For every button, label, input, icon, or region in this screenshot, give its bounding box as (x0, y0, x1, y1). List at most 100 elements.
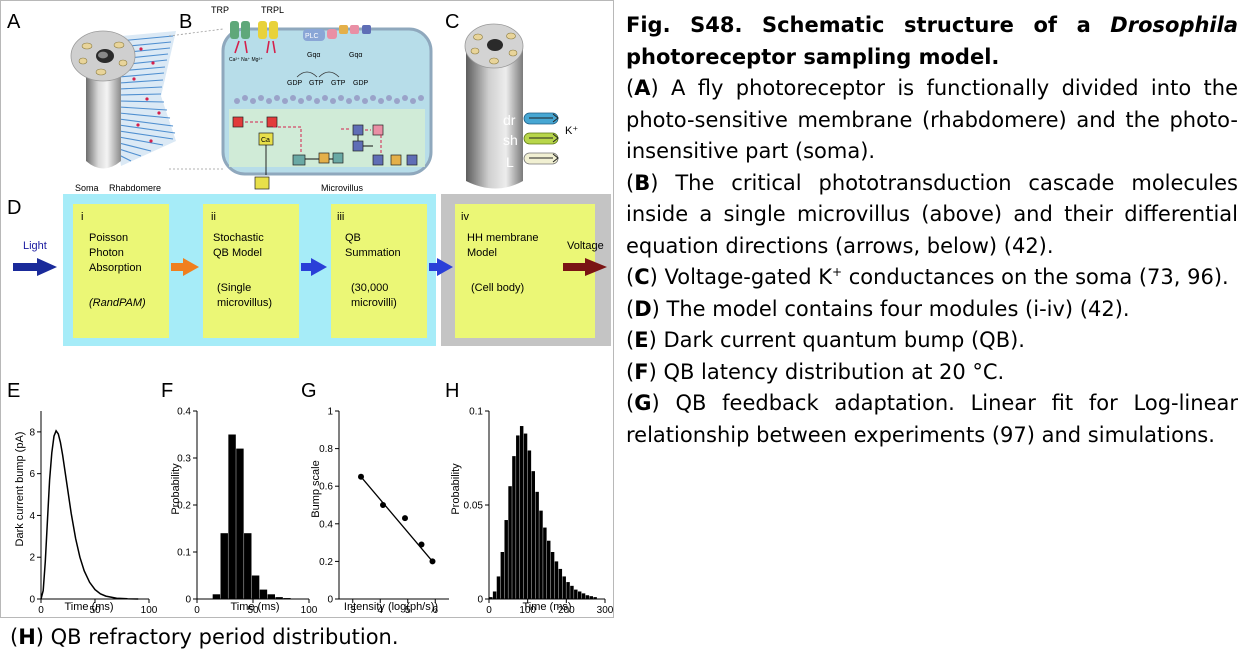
label-gdp-1: GDP (287, 80, 303, 87)
chart-e-y-tick-label: 8 (29, 427, 35, 438)
label-dr: dr (503, 112, 516, 128)
chart-h-x-tick-label: 100 (519, 605, 536, 616)
arrow-light-in (13, 258, 57, 276)
chart-g-x-tick-label: 3 (350, 605, 356, 616)
caption-item-g: (G) QB feedback adaptation. Linear fit f… (626, 391, 1239, 447)
label-plc: PLC (305, 33, 319, 40)
module-iii-number: iii (337, 211, 344, 223)
module-i-line-3: Absorption (89, 262, 142, 274)
chart-h-bar (550, 552, 555, 599)
label-gtp-1: GTP (309, 80, 324, 87)
chart-h-bar (523, 433, 528, 599)
caption-title-part-2: photoreceptor sampling model. (626, 44, 1000, 69)
chart-f-y-tick-label: 0.4 (177, 407, 191, 418)
chart-h-bar (492, 591, 497, 599)
chart-g-y-tick-label: 0.8 (319, 444, 333, 455)
caption-item-c: (C) Voltage-gated K+ conductances on the… (626, 265, 1229, 289)
chart-e-y-tick-label: 2 (29, 553, 35, 564)
label-gtp-2: GTP (331, 80, 346, 87)
chart-f-bar (244, 533, 252, 599)
label-trpl: TRPL (261, 5, 284, 15)
chart-h-bar (496, 576, 501, 599)
chart-f-ylabel: Probability (170, 463, 182, 515)
module-i-number: i (81, 211, 83, 223)
chart-h-bar (574, 589, 578, 599)
chart-f-y-tick-label: 0 (185, 595, 191, 606)
chart-h-x-tick-label: 300 (597, 605, 614, 616)
label-trp: TRP (211, 5, 229, 15)
arrow-ii-to-iii (301, 258, 327, 276)
chart-e-ylabel: Dark current bump (pA) (14, 432, 26, 547)
label-gdp-2: GDP (353, 80, 369, 87)
label-microvillus: Microvillus (321, 183, 364, 193)
chart-h-bar (554, 561, 559, 599)
chart-h-bar (566, 582, 570, 599)
input-light-label: Light (23, 240, 47, 252)
chart-f-bar (212, 594, 221, 599)
chart-h-bar (581, 593, 586, 599)
label-ca: Ca (261, 137, 270, 144)
chart-h-bar (570, 585, 574, 599)
chart-g-y-tick-label: 0 (327, 595, 333, 606)
chart-h-bar (504, 520, 508, 599)
caption-item-e: (E) Dark current quantum bump (QB). (626, 328, 1025, 352)
microvillus-illustration: TRP TRPL Ca²⁺ Na⁺ Mg²⁺ PLC Gqα Gqα GDP G… (168, 5, 433, 193)
caption-title-italic: Drosophila (1110, 13, 1238, 37)
caption-title: Fig. S48. Schematic structure of a Droso… (626, 10, 1238, 73)
chart-h-bar (516, 435, 520, 599)
chart-e-x-tick-label: 0 (38, 605, 44, 616)
chart-f-x-tick-label: 50 (247, 605, 259, 616)
chart-h-bar (535, 491, 539, 599)
chart-h-bar (512, 456, 516, 599)
label-ions: Ca²⁺ Na⁺ Mg²⁺ (229, 57, 263, 63)
chart-g-x-tick-label: 5 (405, 605, 411, 616)
arrow-voltage-out (563, 258, 607, 276)
chart-f-y-tick-label: 0.2 (177, 501, 191, 512)
panel-letter-a: A (7, 11, 21, 33)
chart-g-point (402, 515, 408, 522)
module-iii-extra-1: (30,000 (351, 282, 388, 294)
chart-h-x-tick-label: 0 (486, 605, 492, 616)
chart-g-fit-line (360, 476, 433, 562)
module-iv-line-2: Model (467, 247, 497, 259)
chart-h-bar (585, 595, 590, 599)
chart-e-y-tick-label: 4 (29, 511, 35, 522)
label-k-plus: K⁺ (565, 125, 578, 137)
module-iv-number: iv (461, 211, 469, 223)
output-voltage-label: Voltage (567, 240, 604, 252)
module-i-line-1: Poisson (89, 232, 128, 244)
chart-h-bar (562, 576, 566, 599)
chart-h-bar (489, 597, 493, 599)
figure-caption: Fig. S48. Schematic structure of a Droso… (626, 10, 1238, 451)
chart-g-x-tick-label: 4 (377, 605, 383, 616)
chart-f-bar (283, 598, 291, 599)
chart-g-point (418, 541, 425, 548)
chart-f-bar (267, 594, 275, 599)
chart-e-x-tick-label: 100 (141, 605, 158, 616)
panel-letter-e: E (7, 380, 20, 402)
module-ii-extra-1: (Single (217, 282, 251, 294)
chart-h-y-tick-label: 0.1 (469, 407, 483, 418)
chart-h-x-tick-label: 200 (558, 605, 575, 616)
label-l: L (506, 154, 514, 170)
model-flow-diagram: i Poisson Photon Absorption (RandPAM) ii… (13, 194, 611, 346)
chart-f-bar (251, 575, 260, 599)
label-rhabdomere: Rhabdomere (109, 183, 161, 193)
panel-letter-h: H (445, 380, 459, 402)
arrow-i-to-ii (171, 258, 199, 276)
module-ii-line-2: QB Model (213, 247, 262, 259)
photoreceptor-illustration: Soma Rhabdomere (70, 30, 176, 193)
caption-item-d: (D) The model contains four modules (i-i… (626, 296, 1130, 321)
chart-f-bar (275, 597, 283, 599)
caption-item-f: (F) QB latency distribution at 20 °C. (626, 359, 1005, 384)
chart-f-bar (220, 533, 228, 599)
label-gaq-2: Gqα (349, 52, 362, 59)
panel-letter-b: B (179, 11, 192, 33)
chart-h-bar (519, 426, 524, 599)
chart-e-y-tick-label: 0 (29, 595, 35, 606)
chart-h-ylabel: Probability (450, 463, 462, 515)
chart-h-bar (531, 471, 535, 599)
